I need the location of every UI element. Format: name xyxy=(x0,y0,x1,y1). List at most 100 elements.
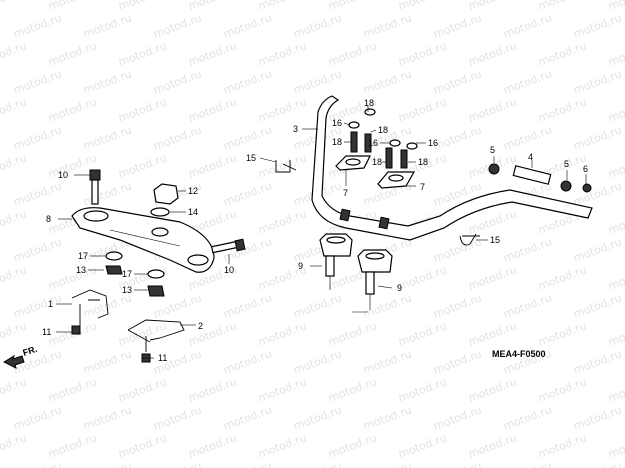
watermark-text: motod.ru xyxy=(432,403,484,432)
watermark-text: motod.ru xyxy=(327,39,379,68)
watermark-text: motod.ru xyxy=(152,123,204,152)
callout-9a: 9 xyxy=(298,261,303,271)
callout-18a: 18 xyxy=(364,98,374,108)
watermark-text: motod.ru xyxy=(327,375,379,404)
watermark-text: motod.ru xyxy=(0,431,28,460)
watermark-text: motod.ru xyxy=(47,95,99,124)
watermark-text: motod.ru xyxy=(47,431,99,460)
callout-5a: 5 xyxy=(490,145,495,155)
watermark-text: motod.ru xyxy=(572,403,624,432)
bridge-bolt-top xyxy=(89,169,101,205)
watermark-text: motod.ru xyxy=(327,319,379,348)
callout-7b: 7 xyxy=(420,182,425,192)
watermark-text: motod.ru xyxy=(187,39,239,68)
upper-holder-left xyxy=(335,155,371,171)
watermark-text: motod.ru xyxy=(292,291,344,320)
callout-16b: 16 xyxy=(368,138,378,148)
watermark-text: motod.ru xyxy=(572,179,624,208)
callout-7a: 7 xyxy=(343,188,348,198)
watermark-text: motod.ru xyxy=(607,0,625,13)
watermark-text: motod.ru xyxy=(467,263,519,292)
watermark-text: motod.ru xyxy=(117,39,169,68)
watermark-text: motod.ru xyxy=(0,207,28,236)
watermark-text: motod.ru xyxy=(12,123,64,152)
watermark-text: motod.ru xyxy=(362,403,414,432)
top-bridge xyxy=(71,207,215,273)
watermark-text: motod.ru xyxy=(607,151,625,180)
watermark-text: motod.ru xyxy=(187,319,239,348)
watermark-text: motod.ru xyxy=(362,11,414,40)
callout-10b: 10 xyxy=(224,265,234,275)
callout-17b: 17 xyxy=(122,269,132,279)
watermark-text: motod.ru xyxy=(257,0,309,13)
lower-holder-left xyxy=(319,233,353,290)
watermark-text: motod.ru xyxy=(362,67,414,96)
watermark-text: motod.ru xyxy=(12,179,64,208)
watermark-text: motod.ru xyxy=(222,67,274,96)
watermark-text: motod.ru xyxy=(397,431,449,460)
watermark-text: motod.ru xyxy=(12,11,64,40)
watermark-text: motod.ru xyxy=(187,151,239,180)
watermark-text: motod.ru xyxy=(537,375,589,404)
callout-11b: 11 xyxy=(158,353,167,363)
watermark-text: motod.ru xyxy=(432,235,484,264)
watermark-text: motod.ru xyxy=(0,0,28,13)
callout-13a: 13 xyxy=(76,265,86,275)
callout-18c: 18 xyxy=(332,137,342,147)
callout-18e: 18 xyxy=(418,157,428,167)
watermark-text: motod.ru xyxy=(117,95,169,124)
handlebar xyxy=(311,95,593,241)
bridge-bolt-side xyxy=(210,238,246,254)
steering-stem-nut xyxy=(150,183,179,217)
callout-9b: 9 xyxy=(397,283,402,293)
watermark-text: motod.ru xyxy=(187,95,239,124)
watermark-text: motod.ru xyxy=(257,207,309,236)
watermark-text: motod.ru xyxy=(607,431,625,460)
watermark-text: motod.ru xyxy=(537,39,589,68)
watermark-text: motod.ru xyxy=(467,319,519,348)
watermark-text: motod.ru xyxy=(607,263,625,292)
watermark-text: motod.ru xyxy=(397,263,449,292)
watermark-text: motod.ru xyxy=(82,11,134,40)
watermark-text: motod.ru xyxy=(82,403,134,432)
watermark-text: motod.ru xyxy=(187,375,239,404)
watermark-text: motod.ru xyxy=(222,459,274,468)
watermark-text: motod.ru xyxy=(572,291,624,320)
fr-label: FR. xyxy=(22,344,39,358)
watermark-text: motod.ru xyxy=(187,0,239,13)
watermark-text: motod.ru xyxy=(397,0,449,13)
callout-8: 8 xyxy=(46,214,51,224)
watermark-text: motod.ru xyxy=(292,11,344,40)
watermark-text: motod.ru xyxy=(537,0,589,13)
callout-3: 3 xyxy=(293,124,298,134)
watermark-text: motod.ru xyxy=(607,375,625,404)
watermark-text: motod.ru xyxy=(572,123,624,152)
callout-6: 6 xyxy=(583,164,588,174)
watermark-text: motod.ru xyxy=(117,0,169,13)
callout-13b: 13 xyxy=(122,285,132,295)
watermark-text: motod.ru xyxy=(12,291,64,320)
watermark-text: motod.ru xyxy=(432,459,484,468)
watermark-text: motod.ru xyxy=(537,263,589,292)
watermark-text: motod.ru xyxy=(537,431,589,460)
watermark-text: motod.ru xyxy=(0,263,28,292)
watermark-text: motod.ru xyxy=(467,375,519,404)
watermark-text: motod.ru xyxy=(292,459,344,468)
watermark-text: motod.ru xyxy=(292,67,344,96)
callout-5b: 5 xyxy=(564,159,569,169)
callout-14: 14 xyxy=(188,207,198,217)
watermark-text: motod.ru xyxy=(502,11,554,40)
watermark-text: motod.ru xyxy=(117,319,169,348)
watermark-text: motod.ru xyxy=(397,95,449,124)
upper-holder-right xyxy=(377,171,416,189)
watermark-text: motod.ru xyxy=(222,347,274,376)
watermark-text: motod.ru xyxy=(502,123,554,152)
watermark-text: motod.ru xyxy=(257,319,309,348)
callout-15a: 15 xyxy=(246,153,256,163)
callout-labels: 1 2 3 4 5 5 6 7 7 8 9 9 10 10 11 11 12 1… xyxy=(42,98,588,363)
watermark-text: motod.ru xyxy=(222,11,274,40)
watermark-text: motod.ru xyxy=(572,235,624,264)
watermark-text: motod.ru xyxy=(572,11,624,40)
